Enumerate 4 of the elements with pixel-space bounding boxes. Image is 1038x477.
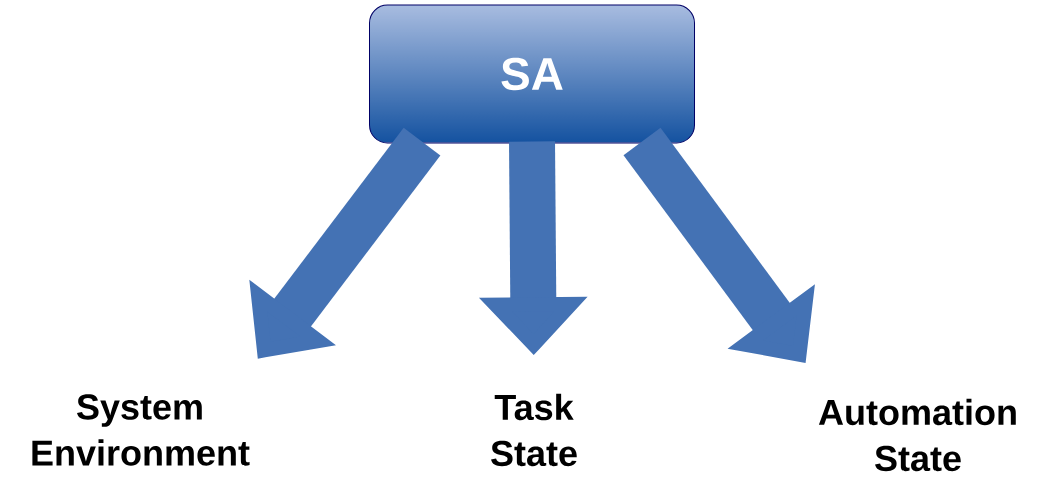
node-label: Task State — [491, 393, 577, 467]
node-label: System Environment — [32, 394, 250, 466]
process-box: SA — [369, 4, 695, 144]
node-label: Automation State — [818, 398, 1016, 472]
